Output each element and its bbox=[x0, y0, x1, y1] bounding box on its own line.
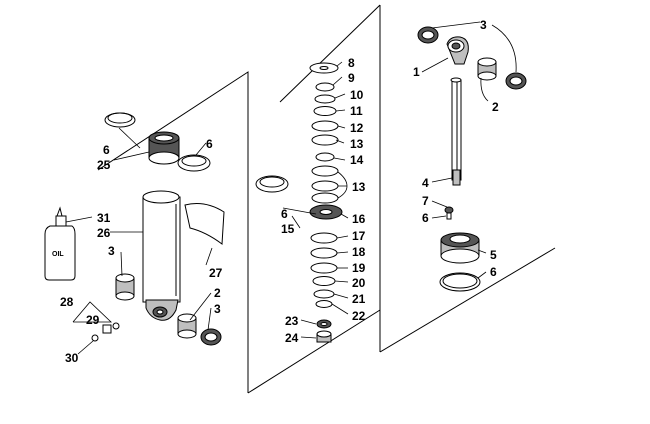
lower-bushing-washer bbox=[200, 328, 222, 346]
callout-26-body-tube: 26 bbox=[97, 226, 111, 240]
callout-6-top-ring: 6 bbox=[103, 143, 110, 157]
lower-bushing-left bbox=[115, 273, 135, 301]
callout-31-oil: 31 bbox=[97, 211, 111, 225]
callout-2-lower-spacer: 2 bbox=[214, 286, 221, 300]
callout-17: 17 bbox=[352, 229, 366, 243]
callout-30-valve-cap: 30 bbox=[65, 351, 79, 365]
center-washer-stack bbox=[309, 62, 339, 204]
callout-13-upper: 13 bbox=[350, 137, 364, 151]
callout-20: 20 bbox=[352, 276, 366, 290]
shock-body-tube bbox=[142, 190, 181, 321]
callout-3-lower-bushing: 3 bbox=[108, 244, 115, 258]
callout-labels: 3 1 2 4 7 6 5 6 8 9 10 11 12 13 14 13 6 … bbox=[60, 18, 499, 365]
callout-2-eyelet-spacer: 2 bbox=[492, 100, 499, 114]
callout-6-center-ring: 6 bbox=[281, 207, 288, 221]
center-ring-large bbox=[255, 175, 289, 193]
piston-assembly bbox=[309, 204, 343, 220]
callout-8: 8 bbox=[348, 56, 355, 70]
callout-13-lower: 13 bbox=[352, 180, 366, 194]
bearing-housing bbox=[440, 232, 480, 264]
lower-bushing-right bbox=[177, 313, 197, 339]
shock-top-ring bbox=[104, 112, 136, 128]
callout-6-screw-ring: 6 bbox=[422, 211, 429, 225]
shock-shaft bbox=[450, 77, 462, 186]
callout-11: 11 bbox=[350, 104, 363, 118]
oil-bottle: OIL bbox=[44, 206, 76, 281]
callout-1-shaft-eyelet: 1 bbox=[413, 65, 420, 79]
reservoir-label-sticker bbox=[184, 203, 225, 245]
callout-24-nut: 24 bbox=[285, 331, 299, 345]
center-nut-washer bbox=[316, 319, 332, 329]
center-shim-stack-lower bbox=[310, 232, 338, 308]
callout-9: 9 bbox=[348, 71, 355, 85]
callout-7-small-screw: 7 bbox=[422, 194, 429, 208]
callout-6-housing-o-ring: 6 bbox=[490, 265, 497, 279]
callout-27-sticker: 27 bbox=[209, 266, 223, 280]
valve-core-parts bbox=[72, 301, 120, 342]
center-nut bbox=[316, 330, 332, 343]
callout-19: 19 bbox=[352, 261, 366, 275]
callout-29-valve-core: 29 bbox=[86, 313, 100, 327]
callout-28-valve-kit: 28 bbox=[60, 295, 74, 309]
callout-16: 16 bbox=[352, 212, 366, 226]
callout-3-eyelet-bushing: 3 bbox=[480, 18, 487, 32]
eyelet-bushing-right bbox=[505, 72, 527, 90]
callout-22: 22 bbox=[352, 309, 366, 323]
callout-15-piston: 15 bbox=[281, 222, 295, 236]
callout-3-lower-washer: 3 bbox=[214, 302, 221, 316]
shock-bearing-cap bbox=[148, 131, 180, 165]
callout-5-bearing-housing: 5 bbox=[490, 248, 497, 262]
callout-18: 18 bbox=[352, 245, 366, 259]
callout-14: 14 bbox=[350, 153, 364, 167]
callout-10: 10 bbox=[350, 88, 364, 102]
callout-12: 12 bbox=[350, 121, 364, 135]
shaft-eyelet bbox=[446, 36, 469, 65]
small-screw bbox=[444, 206, 454, 220]
callout-6-seal-ring: 6 bbox=[206, 137, 213, 151]
callout-4-shock-shaft: 4 bbox=[422, 176, 429, 190]
housing-o-ring bbox=[439, 272, 481, 292]
panel-outline-right bbox=[279, 4, 556, 353]
callout-23-nut-washer: 23 bbox=[285, 314, 299, 328]
oil-bottle-label: OIL bbox=[52, 251, 64, 258]
callout-21: 21 bbox=[352, 292, 366, 306]
leader-lines bbox=[65, 21, 517, 355]
shock-seal-ring bbox=[177, 154, 211, 172]
panel-outline-left bbox=[97, 71, 381, 394]
eyelet-bushing-left bbox=[417, 26, 439, 44]
eyelet-spacer-right bbox=[477, 57, 497, 81]
callout-25-bearing-cap: 25 bbox=[97, 158, 111, 172]
